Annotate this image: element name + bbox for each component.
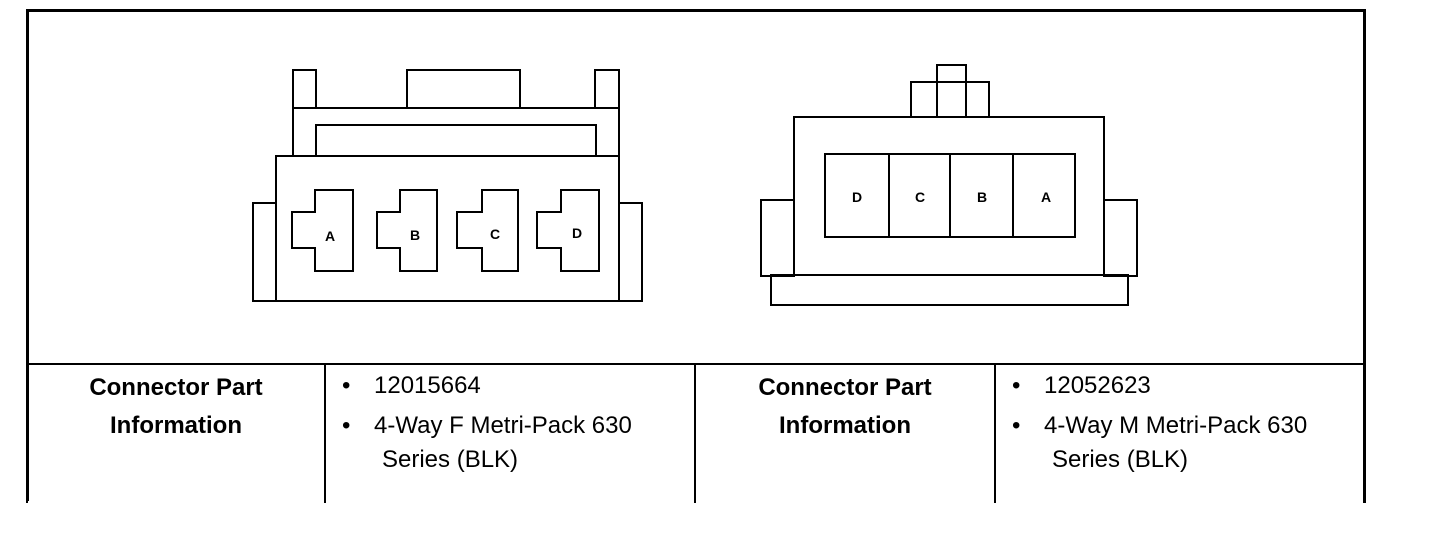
diagram-frame	[26, 9, 1366, 501]
male-ear-right	[1103, 199, 1138, 277]
female-cavity-label-a: A	[325, 228, 335, 244]
male-cavity-label-c: C	[915, 189, 925, 205]
table-border-right	[1363, 365, 1366, 503]
female-cavity-label-b: B	[410, 227, 420, 243]
table-border-left	[26, 365, 28, 503]
table-divider-3	[994, 365, 996, 503]
male-cavity-label-d: D	[852, 189, 862, 205]
left-label-line2: Information	[110, 412, 242, 439]
right-part-description: • 4-Way M Metri-Pack 630 Series (BLK)	[996, 409, 1363, 477]
female-inner-rail	[315, 124, 597, 157]
bullet-icon: •	[1012, 412, 1021, 439]
left-label-line1: Connector Part	[89, 374, 263, 401]
male-top-key	[936, 64, 967, 118]
female-cavity-label-c: C	[490, 226, 500, 242]
table-divider-1	[324, 365, 326, 503]
female-latch-right	[594, 69, 620, 109]
left-info-cell: • 12015664 • 4-Way F Metri-Pack 630 Seri…	[326, 365, 694, 503]
female-cavity-d	[536, 189, 600, 272]
female-upper-rail	[292, 107, 620, 157]
left-label-cell: Connector Part Information	[28, 365, 324, 503]
female-cavity-b	[376, 189, 438, 272]
male-connector	[760, 64, 1138, 306]
left-part-number: • 12015664	[326, 369, 694, 403]
female-body	[275, 155, 620, 302]
female-ear-left	[252, 202, 277, 302]
bullet-icon: •	[342, 412, 351, 439]
connector-info-table: Connector Part Information • 12015664 • …	[26, 363, 1366, 503]
female-cavity-label-d: D	[572, 225, 582, 241]
female-connector	[252, 69, 643, 302]
female-cavity-a	[291, 189, 354, 272]
right-label-line2: Information	[779, 412, 911, 439]
female-top-lock	[406, 69, 521, 109]
right-label-cell: Connector Part Information	[696, 365, 994, 503]
female-cavity-c	[456, 189, 519, 272]
female-latch-left	[292, 69, 317, 109]
male-cavity-label-a: A	[1041, 189, 1051, 205]
female-ear-right	[618, 202, 643, 302]
male-ear-left	[760, 199, 795, 277]
male-top-key-base	[910, 81, 990, 118]
right-label-line1: Connector Part	[758, 374, 932, 401]
table-divider-2	[694, 365, 696, 503]
male-cavity-label-b: B	[977, 189, 987, 205]
bullet-icon: •	[342, 372, 351, 399]
right-info-cell: • 12052623 • 4-Way M Metri-Pack 630 Seri…	[996, 365, 1363, 503]
bullet-icon: •	[1012, 372, 1021, 399]
male-bottom-flange	[770, 274, 1129, 306]
left-part-description: • 4-Way F Metri-Pack 630 Series (BLK)	[326, 409, 694, 477]
right-part-number: • 12052623	[996, 369, 1363, 403]
left-info-list: • 12015664 • 4-Way F Metri-Pack 630 Seri…	[326, 365, 694, 477]
right-info-list: • 12052623 • 4-Way M Metri-Pack 630 Seri…	[996, 365, 1363, 477]
